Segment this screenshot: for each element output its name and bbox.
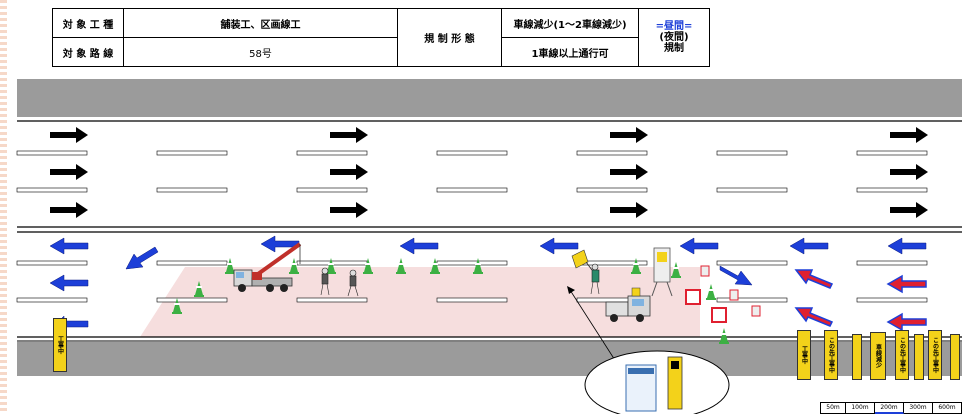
roadside-sign-b: この先工事中 <box>824 330 838 380</box>
time-regulation: 規制 <box>664 43 684 54</box>
blue-traffic-arrows <box>49 235 927 333</box>
regulation-form-value-1: 車線減少(1～2車線減少) <box>501 8 639 38</box>
small-regulation-signs <box>685 265 761 323</box>
distance-200m: 200m <box>875 402 904 414</box>
roadside-sign-c-text: 車線減少 <box>874 344 882 368</box>
yellow-flag <box>571 249 593 271</box>
detail-arrow-board <box>667 356 683 410</box>
roadside-sign-e: この先工事中 <box>928 330 942 380</box>
left-work-sign: 工事中 <box>53 318 67 372</box>
crane-truck <box>233 242 302 292</box>
roadside-sign-a: 工事中 <box>797 330 811 380</box>
regulation-info-table: 対 象 工 種 舗装工、区画線工 規 制 形 態 車線減少(1～2車線減少) =… <box>52 8 710 67</box>
workers <box>320 263 600 297</box>
time-daytime: =昼間= <box>655 21 693 32</box>
detail-pointer-line <box>569 289 621 369</box>
left-work-sign-text: 工事中 <box>56 336 64 354</box>
signboard-stand <box>651 247 673 297</box>
traffic-cones <box>172 258 729 344</box>
detail-panel-header <box>628 368 654 374</box>
distance-50m: 50m <box>820 402 846 414</box>
distance-600m: 600m <box>933 402 962 414</box>
roadside-sign-b-text: この先工事中 <box>827 337 835 373</box>
detail-oval <box>584 350 730 414</box>
roadside-post-1 <box>852 334 862 380</box>
regulation-form-value-2: 1車線以上通行可 <box>501 37 639 67</box>
roadside-sign-a-text: 工事中 <box>800 346 808 364</box>
left-edge-strip <box>0 0 7 414</box>
time-night: (夜間) <box>659 32 689 43</box>
detail-arrow-light <box>671 361 679 369</box>
upper-shoulder <box>17 79 962 117</box>
upper-lane-markings <box>16 150 928 193</box>
detail-pointer-head <box>567 286 575 294</box>
distance-100m: 100m <box>846 402 875 414</box>
roadside-sign-e-text: この先工事中 <box>931 337 939 373</box>
black-traffic-arrows <box>50 127 928 218</box>
target-route-value: 58号 <box>123 37 398 67</box>
lower-shoulder <box>17 342 962 376</box>
roadside-post-3 <box>950 334 960 380</box>
distance-300m: 300m <box>904 402 933 414</box>
roadside-sign-d-text: この先工事中 <box>898 337 906 373</box>
distance-scale: 50m 100m 200m 300m 600m <box>820 402 962 414</box>
roadside-sign-c: 車線減少 <box>870 332 886 380</box>
roadside-sign-d: この先工事中 <box>895 330 909 380</box>
roadside-post-2 <box>914 334 924 380</box>
time-period-cell: =昼間= (夜間) 規制 <box>638 8 710 67</box>
pickup-truck <box>605 287 651 322</box>
target-work-value: 舗装工、区画線工 <box>123 8 398 38</box>
target-route-label: 対 象 路 線 <box>52 37 124 67</box>
red-traffic-arrows <box>794 269 927 332</box>
